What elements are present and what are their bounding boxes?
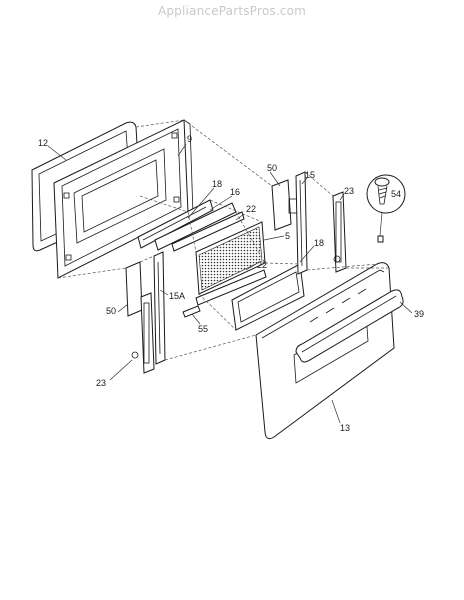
callout-15a: 15A [169,291,185,301]
callout-16: 16 [230,187,240,197]
callout-9: 9 [187,134,192,144]
callout-18-lower: 18 [314,238,324,248]
callout-50-left: 50 [106,306,116,316]
callout-55: 55 [198,324,208,334]
part-55-bracket [182,305,201,318]
callout-23-right: 23 [344,186,354,196]
callout-23-left: 23 [96,378,106,388]
callout-50-right: 50 [267,163,277,173]
part-18-glass-frame-lower [231,263,305,331]
callout-22-upper: 22 [246,204,256,214]
assembly-lines [57,119,389,361]
callout-22-lower: 22 [257,260,267,270]
part-15-hinge-right [295,171,308,275]
part-23-hinge-assembly-left [131,292,155,374]
part-50-hinge-cover-left [125,261,143,317]
part-54-screw [366,174,406,243]
part-50-hinge-cover-right [271,179,299,231]
callout-labels: 12 9 18 16 50 15 23 54 22 5 18 22 15A 50… [38,134,424,433]
part-39-door-handle [295,289,404,363]
part-22-bracket-lower [195,269,267,306]
callout-13: 13 [340,423,350,433]
part-23-hinge-assembly-right [332,191,347,273]
callout-5: 5 [285,231,290,241]
part-22-bracket-upper [171,211,245,252]
part-18-glass-frame-upper [137,199,214,249]
callout-54: 54 [391,189,401,199]
callout-15: 15 [305,170,315,180]
callout-39: 39 [414,309,424,319]
callout-12: 12 [38,138,48,148]
watermark: AppliancePartsPros.com [157,4,307,18]
leader-lines [47,143,413,424]
part-15a-hinge-left [153,251,166,365]
callout-18-upper: 18 [212,179,222,189]
